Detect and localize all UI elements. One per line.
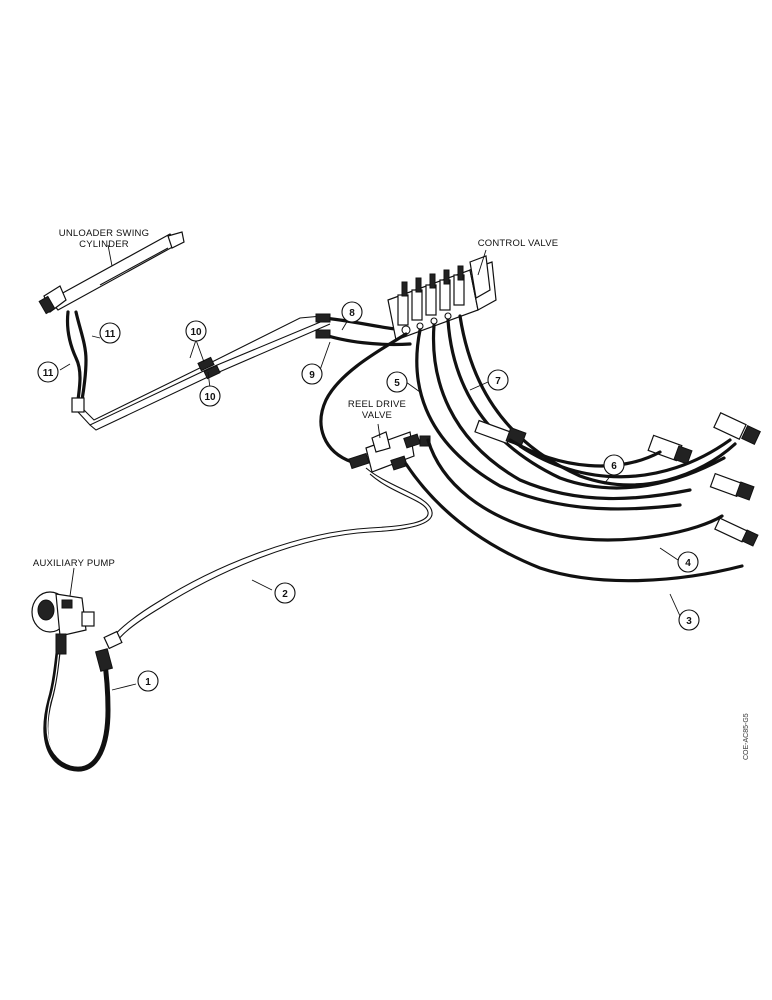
callout-7: 7	[487, 369, 509, 391]
callout-10-lower: 10	[199, 385, 221, 407]
reel-drive-valve-label-line1: REEL DRIVE	[348, 399, 406, 410]
coupler-6c	[647, 434, 693, 465]
svg-text:10: 10	[204, 392, 216, 403]
callout-5: 5	[386, 371, 408, 393]
svg-text:2: 2	[282, 589, 288, 600]
svg-text:1: 1	[145, 677, 151, 688]
svg-text:4: 4	[685, 558, 691, 569]
callout-6: 6	[603, 454, 625, 476]
svg-text:11: 11	[43, 368, 54, 379]
callout-9: 9	[301, 363, 323, 385]
callout-11-upper: 11	[99, 322, 121, 344]
hoses-5-7	[415, 314, 737, 511]
unloader-swing-cylinder-label-line2: CYLINDER	[79, 239, 129, 250]
callout-11-lower: 11	[37, 361, 59, 383]
svg-text:10: 10	[190, 327, 202, 338]
callout-4: 4	[677, 551, 699, 573]
svg-text:7: 7	[495, 376, 501, 387]
svg-text:3: 3	[686, 616, 692, 627]
auxiliary-pump-label: AUXILIARY PUMP	[33, 558, 115, 569]
callout-10-upper: 10	[185, 320, 207, 342]
hoses-3-4	[404, 438, 744, 583]
unloader-swing-cylinder	[38, 231, 185, 315]
reel-drive-valve	[348, 423, 431, 473]
hoses-6	[508, 438, 732, 479]
svg-text:8: 8	[349, 308, 355, 319]
svg-text:5: 5	[394, 378, 400, 389]
cylinder-hoses	[65, 310, 88, 413]
callout-8: 8	[341, 301, 363, 323]
coupler-6b	[713, 412, 761, 445]
unloader-swing-cylinder-label-line1: UNLOADER SWING	[59, 228, 149, 239]
svg-text:11: 11	[105, 329, 116, 340]
callout-2: 2	[274, 582, 296, 604]
control-valve	[387, 249, 497, 341]
drawing-code: COE-AC85-G5	[743, 713, 750, 760]
coupler-3a	[714, 517, 759, 547]
steel-tubes-to-cylinder	[77, 315, 331, 431]
svg-text:9: 9	[309, 370, 315, 381]
coupler-4a	[709, 472, 755, 501]
callout-1: 1	[137, 670, 159, 692]
hose-1	[43, 630, 123, 772]
hose-8	[319, 332, 408, 464]
callout-3: 3	[678, 609, 700, 631]
callout-leaders	[59, 319, 681, 691]
control-valve-label: CONTROL VALVE	[478, 238, 559, 249]
auxiliary-pump	[31, 567, 95, 637]
quick-couplers	[474, 412, 761, 547]
svg-text:6: 6	[611, 461, 617, 472]
tube-2	[113, 467, 433, 641]
reel-drive-valve-label-line2: VALVE	[362, 410, 392, 421]
coupler-6a	[474, 419, 527, 447]
